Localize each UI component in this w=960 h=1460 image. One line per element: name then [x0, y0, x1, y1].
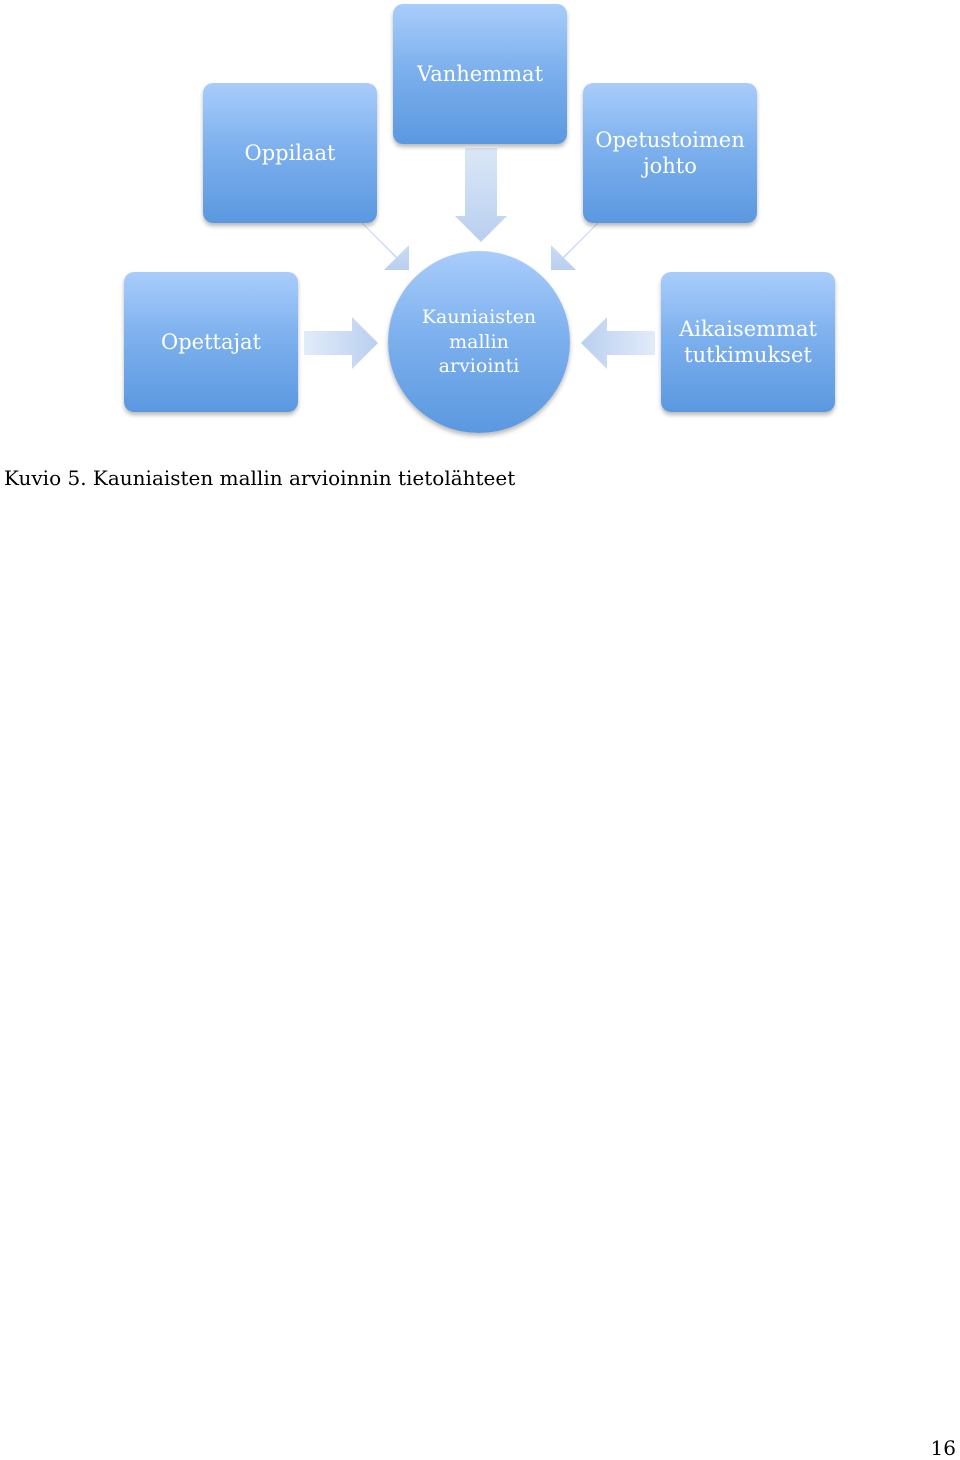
node-vanhemmat: Vanhemmat	[393, 4, 567, 144]
arrow-vanhemmat-to-center	[455, 148, 507, 242]
node-oppilaat: Oppilaat	[203, 83, 377, 223]
center-line-2: mallin	[449, 330, 509, 353]
center-line-1: Kauniaisten	[421, 305, 537, 328]
center-line-3: arviointi	[438, 355, 520, 378]
arrow-opetustoimen-to-center	[551, 222, 622, 270]
node-aikaisemmat-tutkimukset: Aikaisemmat tutkimukset	[661, 272, 835, 412]
diagram: Vanhemmat Oppilaat Opetustoimen johto Op…	[0, 0, 960, 450]
figure-caption: Kuvio 5. Kauniaisten mallin arvioinnin t…	[4, 466, 516, 490]
node-aikaisemmat-line-2: tutkimukset	[684, 343, 812, 367]
arrow-aikaisemmat-to-center	[581, 317, 655, 369]
node-opetustoimen-line-2: johto	[643, 154, 697, 178]
node-opetustoimen-line-1: Opetustoimen	[595, 127, 745, 152]
node-opettajat-label: Opettajat	[161, 329, 261, 354]
page-number: 16	[930, 1436, 956, 1460]
arrow-oppilaat-to-center	[338, 222, 409, 270]
node-aikaisemmat-line-1: Aikaisemmat	[679, 316, 817, 341]
node-vanhemmat-label: Vanhemmat	[416, 61, 544, 86]
node-opetustoimen-johto: Opetustoimen johto	[583, 83, 757, 223]
center-node-kauniaisten-mallin-arviointi: Kauniaisten mallin arviointi	[388, 251, 570, 433]
arrow-opettajat-to-center	[304, 317, 378, 369]
arrows-layer	[304, 148, 655, 369]
node-oppilaat-label: Oppilaat	[244, 140, 336, 165]
node-opettajat: Opettajat	[124, 272, 298, 412]
